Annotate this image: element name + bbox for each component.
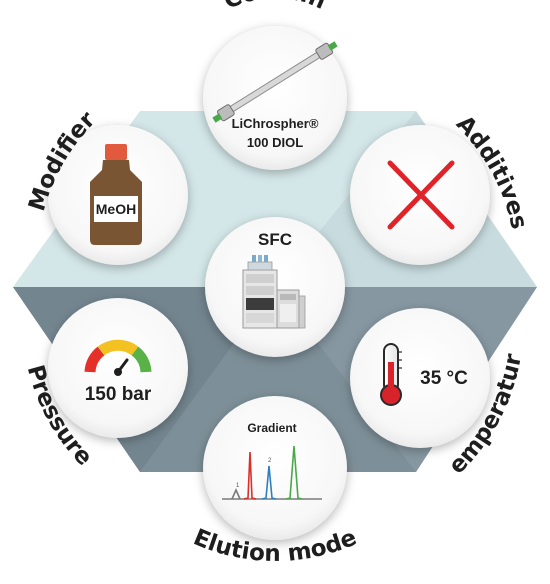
temperature-node: 35 °C xyxy=(350,308,490,448)
thermometer-icon xyxy=(380,343,402,406)
cross-icon xyxy=(387,160,455,230)
temperature-value: 35 °C xyxy=(420,368,468,389)
column-line2: 100 DIOL xyxy=(247,135,303,150)
bottle-icon xyxy=(90,144,142,245)
sfc-instrument-icon xyxy=(242,255,306,329)
additives-node xyxy=(350,125,490,265)
elution-node: Gradient 1 2 xyxy=(203,396,347,540)
modifier-value: MeOH xyxy=(96,201,136,217)
column-node: LiChrospher® 100 DIOL xyxy=(203,26,347,170)
svg-text:2: 2 xyxy=(268,458,272,464)
column-title: Column xyxy=(220,0,330,15)
column-line1: LiChrospher® xyxy=(232,116,319,131)
pressure-value: 150 bar xyxy=(85,384,152,405)
pressure-node: 150 bar xyxy=(48,298,188,438)
gauge-icon xyxy=(84,339,152,373)
modifier-node: MeOH xyxy=(48,125,188,265)
elution-value: Gradient xyxy=(247,421,296,435)
chromatogram-icon: 1 2 xyxy=(222,445,322,500)
column-tube-icon xyxy=(212,41,338,123)
gauge-needle xyxy=(114,358,129,376)
svg-text:1: 1 xyxy=(236,483,240,489)
center-node-sfc: SFC xyxy=(205,217,345,357)
center-label: SFC xyxy=(258,230,292,249)
